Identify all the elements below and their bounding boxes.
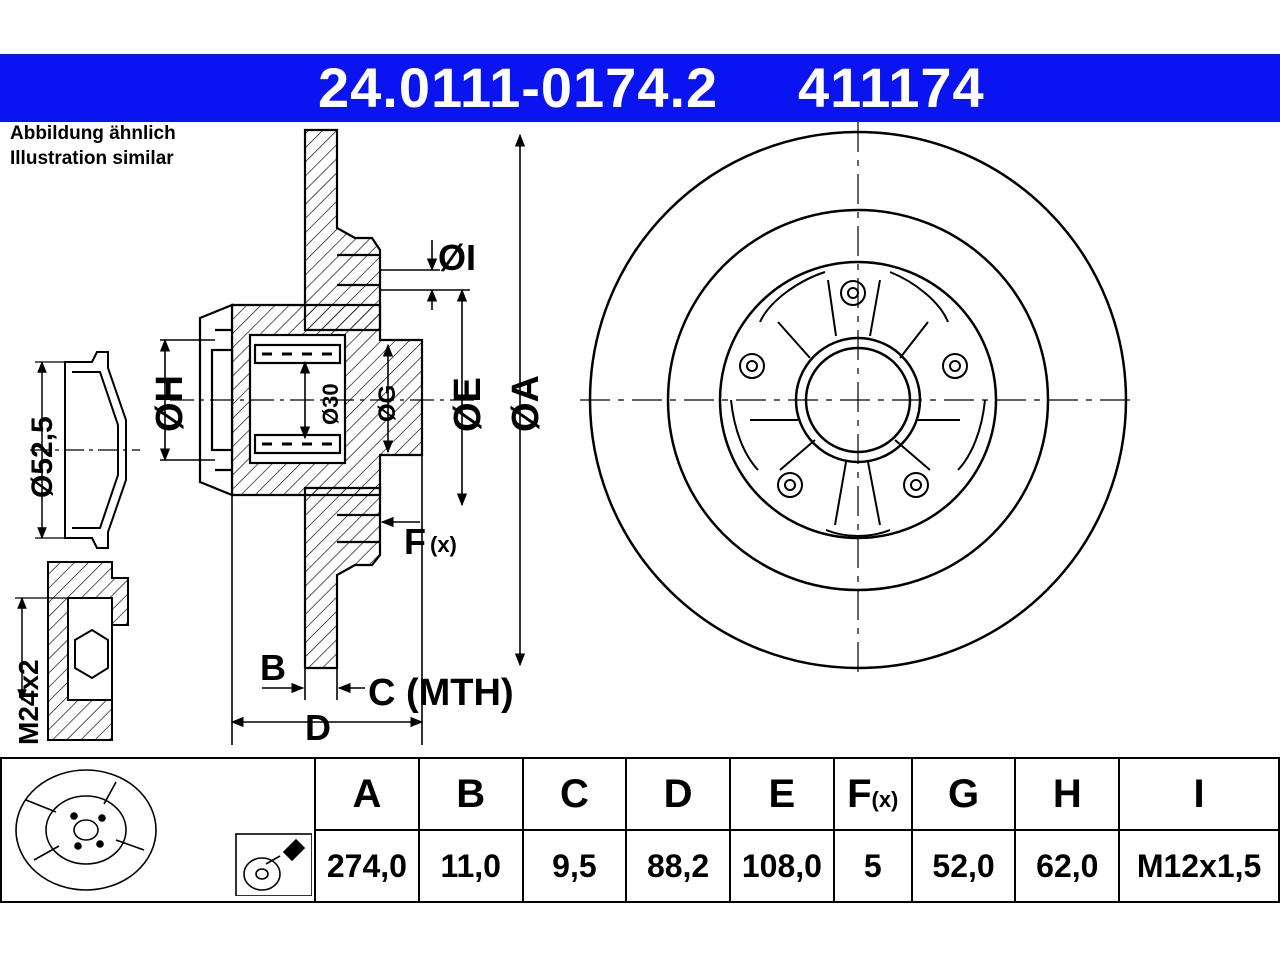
cross-section [170,128,480,670]
illustration-note-de: Abbildung ähnlich [10,123,176,144]
value-c: 9,5 [521,829,628,903]
label-dia-h: ØH [149,375,191,432]
part-number: 24.0111-0174.2 [318,56,719,119]
brake-disc-icon [15,768,313,897]
col-header-f-letter: F [847,771,872,816]
label-dia-30: Ø30 [318,383,343,425]
col-header-h: H [1014,757,1121,831]
col-header-f-sub: (x) [871,786,899,812]
label-dia-a: ØA [505,375,547,432]
spray-cleaner-icon [235,832,313,897]
illustration-note-en: Illustration similar [10,148,174,169]
value-f: 5 [832,829,913,903]
value-e: 108,0 [728,829,835,903]
label-f: F [404,521,426,562]
label-dia-e: ØE [447,377,489,432]
col-header-d: D [625,757,731,831]
label-d: D [305,707,331,748]
value-b: 11,0 [417,829,524,903]
technical-drawing: ØI ØH Ø30 ØG ØE ØA F (x) B C (MTH) D Ø52… [13,122,1136,748]
label-thread: M24x2 [13,659,44,745]
ref-number: 411174 [798,56,985,119]
label-c: C (MTH) [368,672,514,714]
dimension-lines [159,133,526,745]
value-g: 52,0 [910,829,1017,903]
col-header-f: F(x) [832,757,913,831]
spec-table: A B C D E F(x) G H I 274,0 11,0 9,5 88,2… [0,757,1280,903]
label-dia-52-5: Ø52,5 [26,416,59,498]
value-i: M12x1,5 [1118,829,1280,903]
label-b: B [260,647,286,688]
dust-cap [30,351,140,549]
col-header-c: C [521,757,628,831]
label-dia-g: ØG [374,385,401,422]
col-header-i: I [1118,757,1280,831]
col-header-a: A [313,757,420,831]
col-header-e: E [728,757,835,831]
label-dia-i: ØI [438,237,476,278]
value-d: 88,2 [625,829,731,903]
label-f-sub: (x) [430,532,457,557]
col-header-g: G [910,757,1017,831]
value-h: 62,0 [1014,829,1121,903]
front-view [580,122,1136,678]
axle-nut [15,561,129,741]
value-a: 274,0 [313,829,420,903]
col-header-b: B [417,757,524,831]
title-bar: 24.0111-0174.2 411174 [0,54,1280,122]
thumbnail-cell [0,757,316,903]
